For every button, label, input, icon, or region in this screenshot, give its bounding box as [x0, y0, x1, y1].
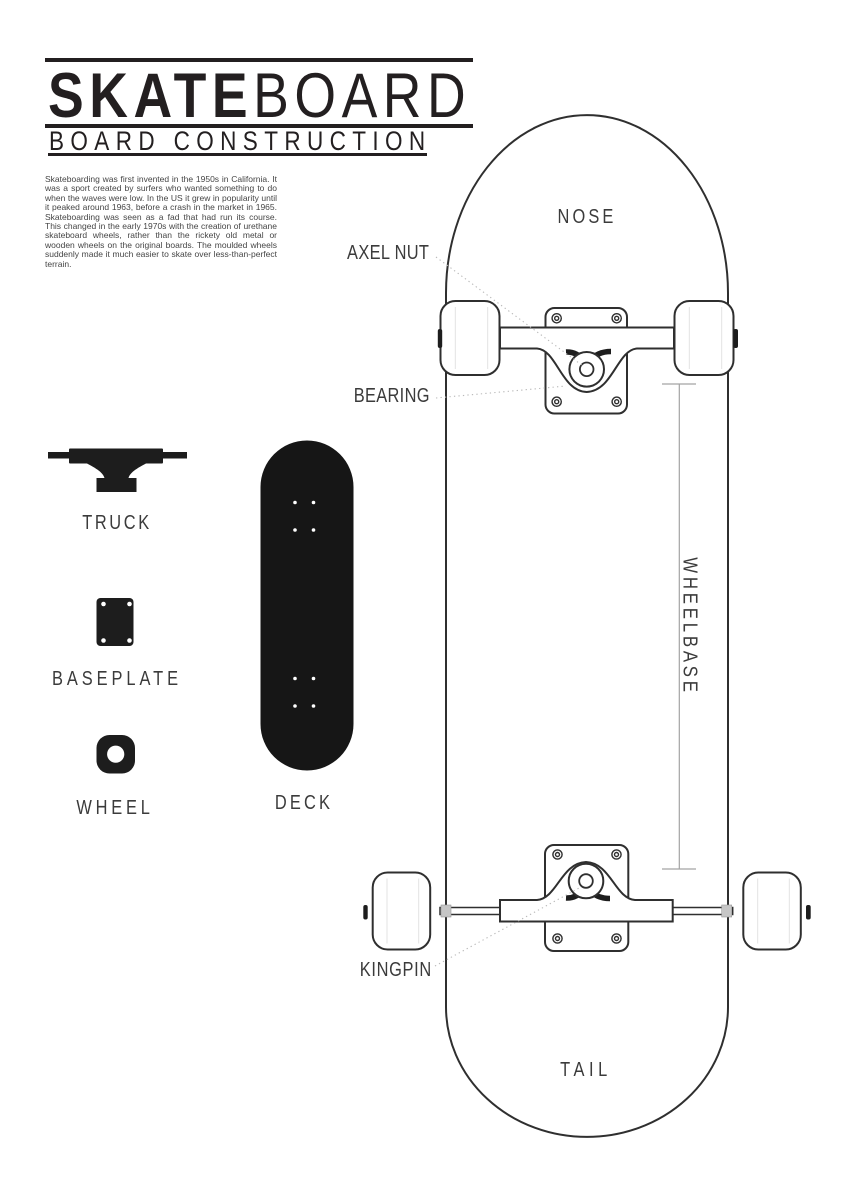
- kingpin-leader: [434, 886, 582, 967]
- wheel-label: WHEEL: [76, 796, 154, 819]
- poster-title: SKATEBOARD: [48, 65, 471, 128]
- truck-icon: [48, 448, 187, 492]
- bottom-baseplate-bolt-holes: [552, 849, 622, 944]
- deck-icon: [260, 440, 354, 771]
- deck-label: DECK: [274, 791, 334, 814]
- tail-label: TAIL: [560, 1058, 612, 1081]
- bearing-leader: [435, 385, 567, 399]
- kingpin-label: KINGPIN: [359, 959, 432, 981]
- leader-lines: [434, 256, 584, 967]
- truck-label: TRUCK: [81, 511, 152, 534]
- bottom-right-axle-tick: [806, 905, 811, 920]
- top-truck: [437, 300, 738, 415]
- top-baseplate-bolt-holes: [551, 312, 623, 408]
- bottom-left-axle-tick: [363, 905, 368, 920]
- bottom-axle-nut-left: [440, 904, 452, 918]
- title-word-board: BOARD: [253, 61, 472, 131]
- intro-paragraph: Skateboarding was first invented in the …: [45, 174, 277, 269]
- baseplate-label: BASEPLATE: [51, 668, 182, 690]
- nose-label: NOSE: [557, 206, 617, 228]
- wheelbase-measure: [662, 383, 696, 870]
- bottom-kingpin: [578, 873, 594, 889]
- top-right-axle-tick: [733, 329, 738, 348]
- baseplate-icon: [96, 598, 134, 646]
- poster-subtitle: BOARD CONSTRUCTION: [49, 125, 432, 156]
- title-top-rule: [45, 58, 473, 62]
- bottom-truck: [363, 844, 811, 952]
- bottom-axle-nut-right: [721, 904, 733, 918]
- bottom-right-wheel: [742, 871, 811, 951]
- top-left-wheel: [437, 300, 501, 376]
- title-mid-rule: [45, 124, 473, 128]
- top-right-wheel: [673, 300, 738, 376]
- top-axel-nut: [579, 361, 595, 378]
- top-left-axle-tick: [437, 329, 443, 348]
- wheel-icon: [96, 735, 135, 774]
- board-outline: [445, 114, 729, 1138]
- title-word-skate: SKATE: [48, 61, 254, 131]
- axel-nut-label: AXEL NUT: [347, 242, 430, 264]
- bearing-label: BEARING: [353, 385, 430, 407]
- subtitle-underline: [48, 153, 427, 156]
- wheelbase-label: WHEELBASE: [679, 557, 702, 696]
- bottom-left-wheel: [363, 871, 432, 951]
